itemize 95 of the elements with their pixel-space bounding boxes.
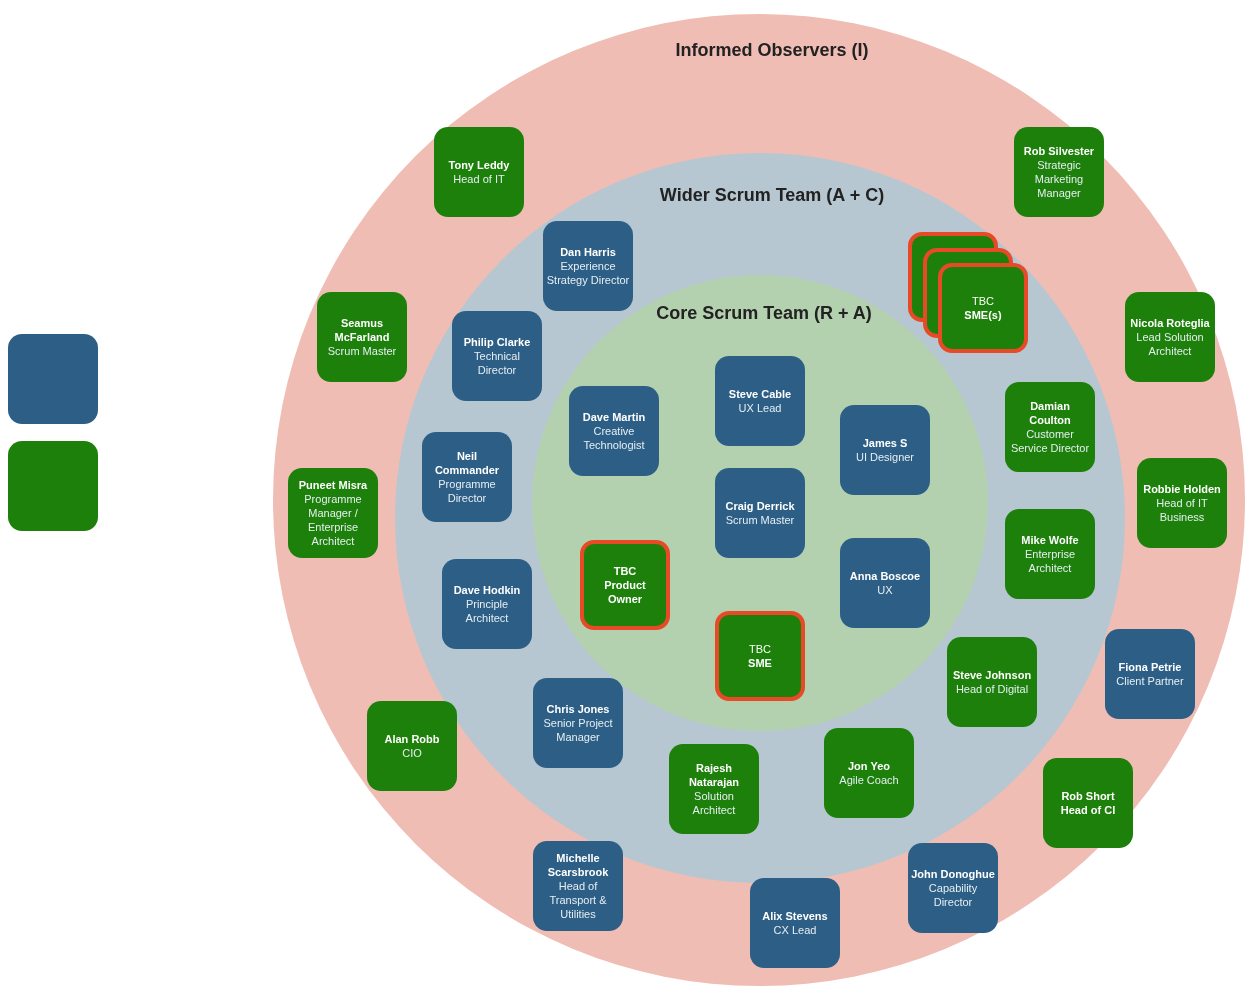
person-name: Puneet Misra <box>298 478 368 492</box>
person-role: Head of Transport & Utilities <box>548 879 608 921</box>
person-card <box>1005 509 1095 599</box>
person-name: Rob Silvester <box>1023 144 1095 158</box>
person-role: CX Lead <box>773 923 817 937</box>
person-role: Scrum Master <box>327 344 397 358</box>
zone-title: Core Scrum Team (R + A) <box>656 302 872 324</box>
person-role: Strategic Marketing Manager <box>1033 158 1085 200</box>
person-card <box>533 678 623 768</box>
blank-card <box>8 334 98 424</box>
person-role: Solution Architect <box>691 789 737 817</box>
person-name: James S <box>862 436 908 450</box>
person-role: Capability Director <box>927 881 979 909</box>
person-role: Enterprise Architect <box>1023 547 1077 575</box>
person-name: Rob Short <box>1061 789 1115 803</box>
person-card <box>1125 292 1215 382</box>
person-card <box>434 127 524 217</box>
person-card <box>840 538 930 628</box>
person-name: Alix Stevens <box>762 909 828 923</box>
person-card <box>1014 127 1104 217</box>
person-name: Alan Robb <box>384 732 440 746</box>
person-card <box>715 356 805 446</box>
person-name: Dave Hodkin <box>453 583 521 597</box>
person-card <box>1005 382 1095 472</box>
person-card <box>442 559 532 649</box>
person-role: Lead Solution Architect <box>1135 330 1205 358</box>
person-name: Michelle Scarsbrook <box>546 851 610 879</box>
blank-card <box>8 441 98 531</box>
person-role: Creative Technologist <box>582 424 646 452</box>
person-name: Tony Leddy <box>448 158 510 172</box>
person-card <box>840 405 930 495</box>
person-role: Senior Project Manager <box>542 716 614 744</box>
person-name: Damian Coulton <box>1028 399 1072 427</box>
zone-title: Wider Scrum Team (A + C) <box>659 184 885 206</box>
person-role: Programme Director <box>437 477 497 505</box>
person-role: Agile Coach <box>839 773 899 787</box>
person-name: TBC <box>972 294 994 308</box>
person-card <box>947 637 1037 727</box>
person-role: Programme Manager / Enterprise Architect <box>303 492 363 548</box>
person-card <box>715 468 805 558</box>
person-name: Philip Clarke <box>463 335 531 349</box>
person-card <box>580 540 670 630</box>
person-role: Head of Digital <box>955 682 1029 696</box>
person-name: Dan Harris <box>560 245 616 259</box>
person-name: Anna Boscoe <box>849 569 921 583</box>
person-name: Chris Jones <box>546 702 610 716</box>
person-name: Jon Yeo <box>848 759 890 773</box>
person-role: UX Lead <box>738 401 782 415</box>
person-role: UI Designer <box>855 450 915 464</box>
person-name: Mike Wolfe <box>1021 533 1079 547</box>
person-role: Product Owner <box>603 578 647 606</box>
person-name: Seamus McFarland <box>333 316 391 344</box>
person-name: Rajesh Natarajan <box>687 761 741 789</box>
person-card <box>1105 629 1195 719</box>
person-role: Scrum Master <box>725 513 795 527</box>
person-name: Steve Johnson <box>952 668 1032 682</box>
person-name: John Donoghue <box>911 867 995 881</box>
person-role: CIO <box>402 746 422 760</box>
person-card <box>317 292 407 382</box>
person-name: Robbie Holden <box>1143 482 1221 496</box>
person-role: Client Partner <box>1116 674 1184 688</box>
person-name: TBC <box>613 564 637 578</box>
person-name: Dave Martin <box>582 410 646 424</box>
person-role: Head of IT Business <box>1155 496 1209 524</box>
person-card <box>422 432 512 522</box>
person-role: Head of CI <box>1060 803 1116 817</box>
person-card <box>824 728 914 818</box>
person-card <box>543 221 633 311</box>
person-card <box>533 841 623 931</box>
person-card <box>750 878 840 968</box>
person-name: Fiona Petrie <box>1118 660 1182 674</box>
person-role: UX <box>877 583 893 597</box>
person-card <box>908 843 998 933</box>
person-role: SME <box>748 656 772 670</box>
person-name: Neil Commander <box>433 449 501 477</box>
person-role: Experience Strategy Director <box>546 259 630 287</box>
person-card <box>715 611 805 701</box>
person-role: Technical Director <box>473 349 521 377</box>
person-card <box>288 468 378 558</box>
person-card <box>669 744 759 834</box>
person-name: Craig Derrick <box>725 499 795 513</box>
person-card <box>569 386 659 476</box>
person-name: Nicola Roteglia <box>1130 316 1210 330</box>
person-name: TBC <box>749 642 771 656</box>
person-role: Head of IT <box>453 172 505 186</box>
person-card <box>452 311 542 401</box>
zone-title: Informed Observers (I) <box>675 39 869 61</box>
stacked-person-card <box>908 232 1028 353</box>
person-card <box>1137 458 1227 548</box>
person-name: Steve Cable <box>728 387 792 401</box>
person-card <box>367 701 457 791</box>
person-role: Customer Service Director <box>1009 427 1091 455</box>
person-card <box>1043 758 1133 848</box>
person-role: Principle Architect <box>464 597 510 625</box>
person-role: SME(s) <box>964 308 1002 322</box>
